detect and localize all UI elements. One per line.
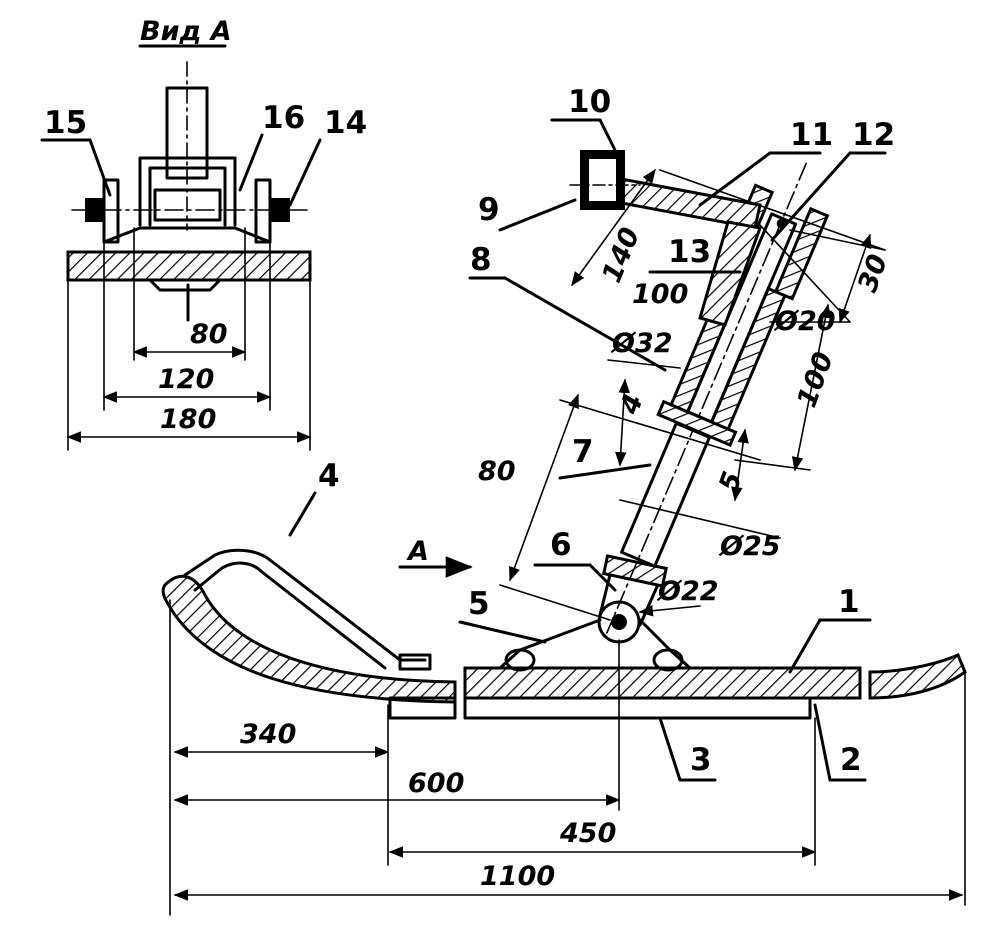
part-label-2: 2 (840, 742, 862, 778)
view-a-nut-left (85, 198, 105, 222)
handle-inner (193, 561, 387, 670)
dim-120: 120 (158, 364, 214, 395)
dim-1100: 1100 (480, 861, 555, 892)
leader-8b (503, 276, 667, 372)
ext-line (499, 584, 611, 621)
dim-line-4 (615, 378, 630, 467)
part-label-9: 9 (478, 192, 500, 228)
part-label-4: 4 (318, 458, 340, 494)
bracket-foot-right (652, 648, 684, 672)
dim-180: 180 (160, 404, 216, 435)
part-label-1: 1 (838, 584, 860, 620)
ext-line (759, 224, 851, 323)
handle-outer (183, 548, 427, 662)
part-label-11: 11 (790, 117, 833, 153)
leader-10b (598, 118, 617, 152)
view-a: Вид А 80 120 180 15 (40, 16, 367, 451)
leader-1b (788, 618, 822, 674)
part-label-10: 10 (568, 84, 611, 120)
bracket-foot-left (504, 648, 536, 672)
dim-5: 5 (713, 468, 749, 496)
leader-5 (458, 620, 547, 644)
dim-25-leader (619, 499, 781, 539)
view-title: Вид А (140, 16, 232, 47)
handle-mount (398, 653, 432, 671)
view-arrow-label: A (406, 536, 429, 567)
ski-front-curve (161, 574, 457, 704)
ski-body (463, 666, 862, 700)
leader-7 (558, 463, 652, 480)
leader-15b (88, 138, 112, 197)
part-label-7: 7 (572, 434, 594, 470)
part-label-13: 13 (668, 234, 711, 270)
dim-line-30 (838, 233, 872, 324)
dim-80-view: 80 (190, 319, 228, 350)
hinge-struts (498, 618, 692, 670)
dim-600: 600 (408, 768, 464, 799)
dim-line-140 (571, 168, 656, 287)
hinge-axle-center (611, 614, 627, 630)
dim-line-100-side (791, 303, 832, 472)
view-a-lug-left (102, 178, 120, 244)
part-label-14: 14 (324, 105, 367, 141)
part-label-12: 12 (852, 117, 895, 153)
view-a-bracket-outer (138, 156, 237, 227)
leader-12b (770, 151, 852, 242)
leader-16 (238, 133, 264, 192)
part-label-3: 3 (690, 742, 712, 778)
leader-9 (498, 198, 577, 232)
leader-3b (658, 716, 682, 782)
dim-450: 450 (559, 818, 616, 849)
part-label-6: 6 (550, 527, 572, 563)
dim-340: 340 (240, 719, 296, 750)
lower-tube (620, 421, 711, 568)
part-label-5: 5 (468, 586, 490, 622)
part-label-15: 15 (44, 105, 87, 141)
side-view: 140 100 30 Ø20 Ø32 100 4 80 5 Ø25 Ø22 A … (161, 84, 967, 916)
view-a-lug-right (254, 178, 272, 244)
leader-4 (288, 491, 317, 537)
dim-22: Ø22 (656, 576, 719, 607)
part-label-8: 8 (470, 242, 492, 278)
view-a-hinge-block (153, 188, 222, 222)
dim-30: 30 (852, 250, 894, 296)
dim-80-side: 80 (478, 456, 516, 487)
dim-100-side: 100 (791, 348, 839, 412)
part-label-16: 16 (262, 100, 305, 136)
dim-100-top: 100 (632, 279, 688, 310)
dim-22-leader (638, 604, 701, 617)
leader-6b (588, 563, 617, 592)
leader-2b (813, 703, 832, 782)
column-centerline (606, 162, 807, 634)
leader-11b (698, 151, 772, 207)
clamp-inner (587, 157, 618, 203)
dim-32-leader (607, 359, 681, 369)
view-a-plate (102, 226, 272, 244)
runner-plate (463, 696, 812, 720)
view-a-nut-right (270, 198, 290, 222)
dim-line-80-side (509, 393, 579, 582)
front-runner (388, 696, 457, 720)
dim-140: 140 (596, 223, 646, 287)
dim-4: 4 (614, 390, 650, 419)
view-a-runner (148, 278, 222, 292)
ski-rear-tip (868, 653, 967, 700)
view-a-bracket-inner (148, 166, 227, 227)
dim-line-5 (731, 428, 749, 502)
ext-line (734, 459, 811, 471)
leader-14 (288, 138, 322, 207)
head-wall-right (773, 206, 830, 301)
ext-line (559, 399, 761, 461)
